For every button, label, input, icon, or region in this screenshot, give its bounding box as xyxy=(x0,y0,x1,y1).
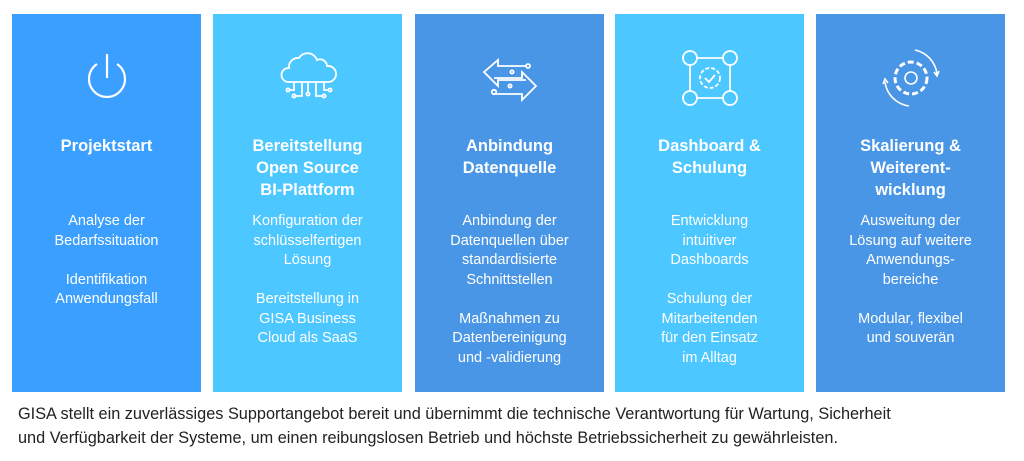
card-desc: Entwicklung intuitiver Dashboards xyxy=(670,213,749,268)
card-desc: Konfiguration der schlüsselfertigen Lösu… xyxy=(252,213,363,268)
gear-cycle-icon xyxy=(881,49,940,107)
card-anbindung: Anbindung Datenquelle Anbindung der Date… xyxy=(415,14,604,392)
card-dashboard: Dashboard & Schulung Entwicklung intuiti… xyxy=(615,14,804,392)
card-bereitstellung: Bereitstellung Open Source BI-Plattform … xyxy=(213,14,402,392)
data-exchange-arrows-icon xyxy=(482,58,537,103)
card-title: Projektstart xyxy=(60,137,153,155)
card-desc: Ausweitung der Lösung auf weitere Anwend… xyxy=(849,213,972,288)
footer-text: GISA stellt ein zuverlässiges Supportang… xyxy=(18,402,1014,450)
card-desc: Maßnahmen zu Datenbereinigung und -valid… xyxy=(452,310,567,366)
card-desc: Anbindung der Datenquellen über standard… xyxy=(450,213,569,288)
card-projektstart: Projektstart Analyse der Bedarfssituatio… xyxy=(12,14,201,392)
cloud-network-icon xyxy=(280,52,337,99)
card-title: Anbindung Datenquelle xyxy=(462,137,557,177)
footer-line: GISA stellt ein zuverlässiges Supportang… xyxy=(18,405,891,423)
card-desc: Modular, flexibel und souverän xyxy=(858,310,963,347)
card-desc: Identifikation Anwendungsfall xyxy=(55,271,158,308)
card-desc: Bereitstellung in GISA Business Cloud al… xyxy=(255,291,360,346)
card-desc: Schulung der Mitarbeitenden für den Eins… xyxy=(661,291,758,366)
card-desc: Analyse der Bedarfssituation xyxy=(54,213,159,249)
card-title: Skalierung & Weiterent- wicklung xyxy=(860,137,961,199)
team-gear-icon xyxy=(681,50,738,106)
card-title: Dashboard & Schulung xyxy=(658,137,761,177)
card-title: Bereitstellung Open Source BI-Plattform xyxy=(252,137,363,199)
footer-line: und Verfügbarkeit der Systeme, um einen … xyxy=(18,429,838,447)
power-icon xyxy=(87,54,126,99)
card-skalierung: Skalierung & Weiterent- wicklung Ausweit… xyxy=(816,14,1005,392)
